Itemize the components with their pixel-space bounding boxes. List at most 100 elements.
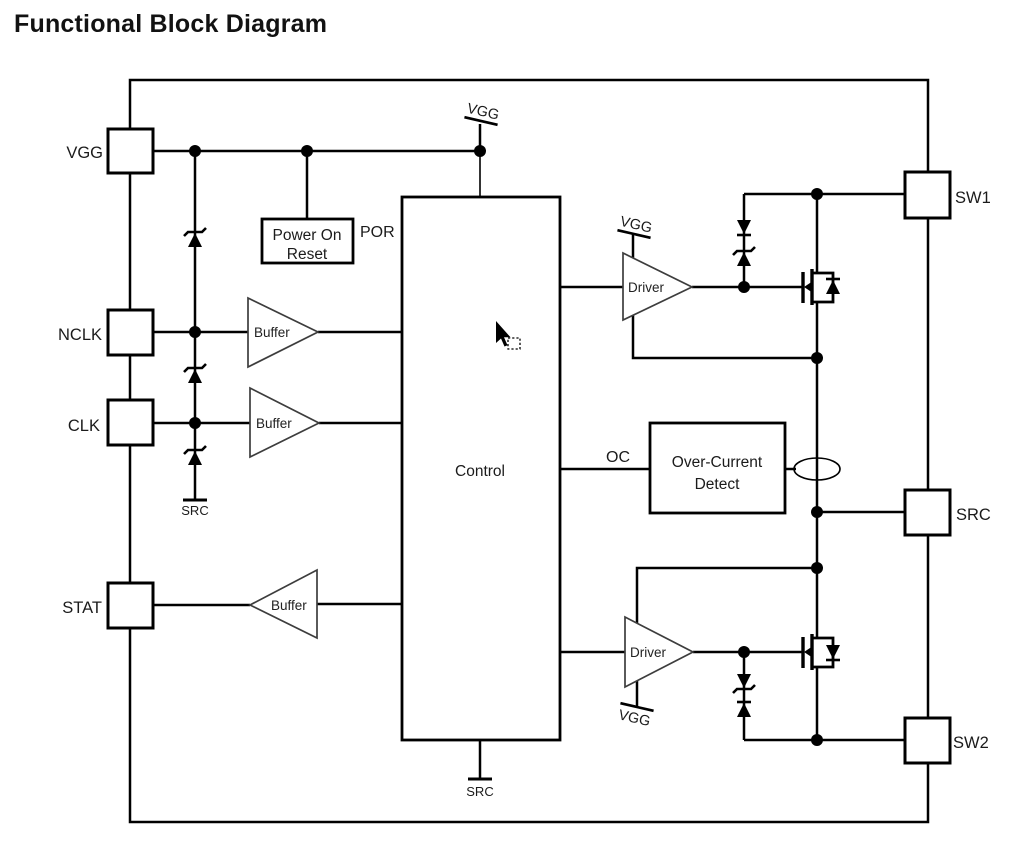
zener-triangle — [188, 233, 202, 247]
driver-triangle — [622, 251, 694, 322]
page-title: Functional Block Diagram — [14, 10, 328, 38]
src-ground-label: SRC — [181, 503, 208, 518]
buffer-label: Buffer — [271, 598, 307, 613]
buffer-stat: Buffer — [248, 568, 318, 640]
supply-bar — [464, 115, 498, 127]
src-ground-label: SRC — [466, 784, 493, 799]
mosfet-low-side — [801, 634, 840, 670]
mosfet-source-arrow — [804, 646, 813, 658]
power-on-reset-line2: Reset — [287, 246, 328, 263]
junction-dot — [189, 417, 201, 429]
junction-dot — [738, 281, 750, 293]
cursor-drag-rect — [507, 337, 521, 350]
zener-cathode-bar — [183, 445, 207, 455]
pin-label-vgg: VGG — [66, 144, 103, 162]
pin-label-stat: STAT — [62, 599, 102, 617]
block-power-on-reset: Power On Reset — [260, 217, 355, 265]
mosfet-high-side — [801, 269, 840, 305]
vgg-supply-driver1: VGG — [617, 214, 654, 240]
net-label-oc: OC — [606, 449, 630, 466]
junction-dot — [811, 734, 823, 746]
buffer-triangle — [248, 568, 318, 640]
net-label-por: POR — [360, 224, 395, 241]
current-sense-ellipse — [793, 457, 841, 481]
zener-triangle — [737, 252, 751, 266]
diode-triangle — [737, 703, 751, 717]
junction-dot — [811, 352, 823, 364]
buffer-triangle — [249, 386, 321, 459]
cursor-arrow — [496, 321, 511, 347]
body-diode-triangle — [826, 645, 840, 659]
block-control: Control — [400, 195, 562, 742]
over-current-detect-box — [648, 421, 787, 515]
zener-cathode-bar — [732, 684, 756, 694]
junction-dot — [189, 326, 201, 338]
wire-src-to-driver2 — [635, 566, 817, 624]
pin-box-vgg — [106, 127, 155, 175]
pin-label-src: SRC — [956, 506, 991, 524]
over-current-detect-line2: Detect — [695, 476, 740, 493]
diode-triangle — [737, 220, 751, 234]
supply-bar — [617, 228, 651, 240]
zener-diode-clk — [183, 445, 207, 465]
zener-diode-vgg — [183, 227, 207, 247]
pin-label-clk: CLK — [68, 417, 100, 435]
junction-dot — [738, 646, 750, 658]
pin-box-src — [903, 488, 952, 537]
buffer-nclk: Buffer — [247, 296, 320, 369]
control-label: Control — [455, 463, 505, 480]
vgg-supply-label: VGG — [617, 707, 652, 730]
supply-bar — [620, 701, 654, 713]
driver-high-side: Driver — [622, 251, 694, 322]
vgg-supply-top: VGG — [464, 101, 501, 127]
junction-dot — [301, 145, 313, 157]
junction-dot — [189, 145, 201, 157]
pin-box-stat — [106, 581, 155, 630]
src-ground-left: SRC — [181, 498, 209, 518]
chip-boundary — [128, 78, 930, 824]
pin-box-nclk — [106, 308, 155, 357]
pin-box-clk — [106, 398, 155, 447]
body-diode-triangle — [826, 280, 840, 294]
pin-label-sw2: SW2 — [953, 734, 989, 752]
driver-label: Driver — [630, 645, 667, 660]
gate-clamp-sw1 — [732, 220, 756, 266]
buffer-triangle — [247, 296, 320, 369]
zener-cathode-bar — [732, 246, 756, 256]
power-on-reset-line1: Power On — [273, 227, 342, 244]
pin-box-sw1 — [903, 170, 952, 220]
buffer-label: Buffer — [256, 416, 292, 431]
zener-triangle — [188, 451, 202, 465]
src-ground-control: SRC — [466, 777, 494, 799]
pin-box-sw2 — [903, 716, 952, 765]
zener-cathode-bar — [183, 227, 207, 237]
driver-low-side: Driver — [624, 615, 695, 689]
power-on-reset-box — [260, 217, 355, 265]
zener-triangle — [737, 674, 751, 688]
vgg-supply-driver2: VGG — [617, 701, 654, 730]
junction-dot — [811, 562, 823, 574]
junction-dot — [811, 188, 823, 200]
junction-dots — [189, 145, 823, 746]
driver-triangle — [624, 615, 695, 689]
gate-clamp-sw2 — [732, 674, 756, 717]
buffer-clk: Buffer — [249, 386, 321, 459]
control-box — [400, 195, 562, 742]
driver-label: Driver — [628, 280, 665, 295]
mouse-cursor-icon — [496, 321, 521, 350]
junction-dot — [811, 506, 823, 518]
block-over-current-detect: Over-Current Detect — [648, 421, 787, 515]
zener-cathode-bar — [183, 363, 207, 373]
wire-driver1-source-ref — [631, 315, 817, 360]
zener-diode-nclk — [183, 363, 207, 383]
vgg-supply-label: VGG — [466, 101, 501, 124]
zener-triangle — [188, 369, 202, 383]
mosfet-source-arrow — [804, 281, 813, 293]
vgg-supply-label: VGG — [619, 214, 654, 237]
over-current-detect-line1: Over-Current — [672, 454, 763, 471]
buffer-label: Buffer — [254, 325, 290, 340]
pins: VGG NCLK CLK STAT SW1 SRC SW2 — [58, 127, 991, 765]
junction-dot — [474, 145, 486, 157]
pin-label-sw1: SW1 — [955, 189, 991, 207]
